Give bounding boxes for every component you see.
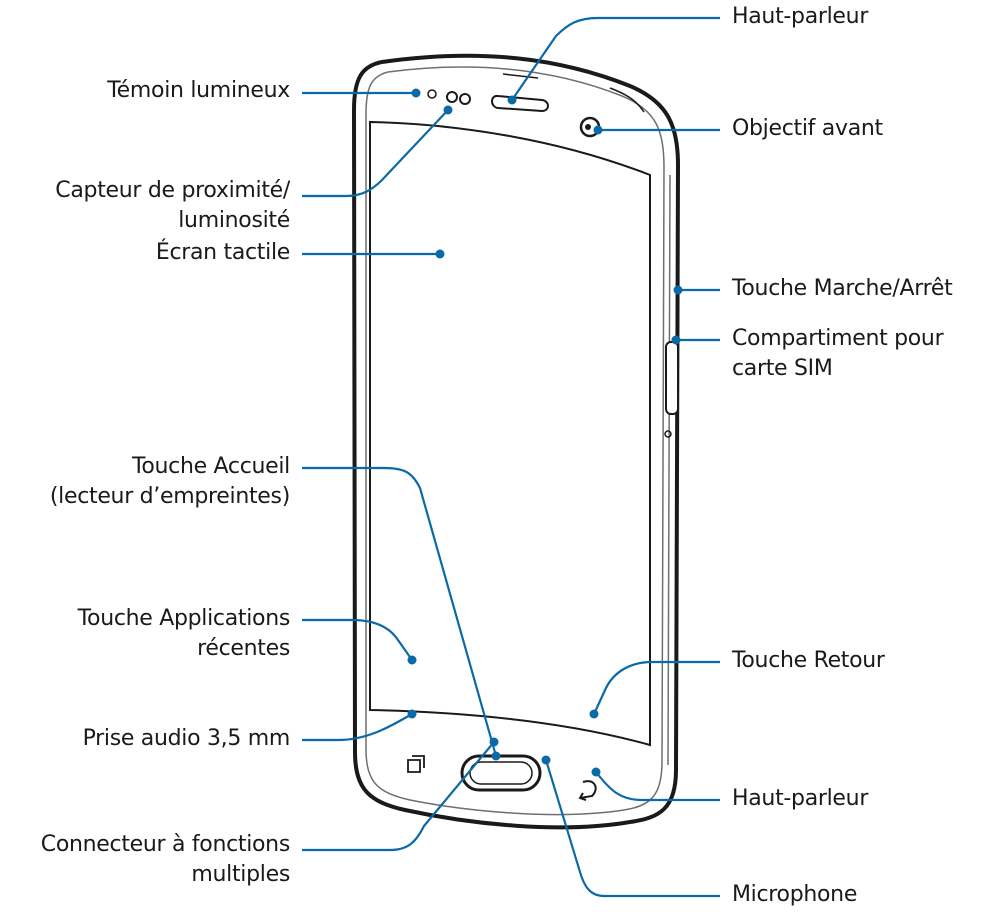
dot-microphone — [541, 755, 551, 765]
label-sim-tray: Compartiment pour carte SIM — [732, 326, 944, 381]
front-camera-pupil — [585, 124, 591, 130]
screen-area — [369, 120, 651, 747]
top-edge-curve — [609, 87, 645, 113]
dot-sim-tray — [671, 335, 681, 345]
leader-speaker-top — [511, 16, 720, 101]
label-speaker-bottom: Haut-parleur — [732, 786, 869, 811]
leader-microphone — [544, 759, 720, 898]
dot-home-key — [491, 751, 501, 761]
dot-proximity-sensor — [443, 105, 453, 115]
dot-indicator-light — [411, 88, 421, 98]
proximity-sensor-lens-left — [446, 91, 458, 103]
home-key-inner — [469, 761, 533, 785]
callout-lines — [302, 16, 720, 898]
dot-front-camera — [593, 125, 603, 135]
back-icon — [578, 780, 597, 801]
home-key — [460, 754, 542, 792]
leader-recent-apps — [302, 618, 413, 661]
phone-right-edge — [667, 174, 671, 766]
label-touchscreen: Écran tactile — [155, 240, 290, 265]
phone-outer-frame — [351, 53, 681, 830]
label-recent-apps: Touche Applications récentes — [77, 606, 291, 661]
label-microphone: Microphone — [732, 882, 858, 907]
leader-back-key — [593, 660, 720, 715]
proximity-sensor-lens-right — [459, 93, 471, 105]
dot-power-key — [673, 285, 683, 295]
speaker-grille-slot — [491, 94, 549, 113]
callout-dots — [407, 88, 683, 777]
leader-home-key — [302, 466, 498, 757]
label-front-camera: Objectif avant — [732, 116, 883, 141]
label-home-key: Touche Accueil (lecteur d’empreintes) — [49, 454, 290, 509]
label-proximity-sensor: Capteur de proximité/ luminosité — [55, 178, 290, 233]
sim-tray-pin-hole — [664, 430, 672, 438]
recent-apps-icon — [407, 755, 425, 773]
power-key — [665, 341, 679, 415]
dot-speaker-top — [507, 95, 517, 105]
dot-touchscreen — [435, 249, 445, 259]
dot-recent-apps — [407, 655, 417, 665]
leader-multipurpose — [302, 741, 495, 852]
label-multipurpose-jack: Connecteur à fonctions multiples — [40, 832, 291, 887]
leader-proximity-sensor — [302, 109, 449, 198]
dot-speaker-bottom — [591, 767, 601, 777]
label-audio-jack: Prise audio 3,5 mm — [82, 726, 291, 751]
dot-multipurpose — [489, 737, 499, 747]
leader-audio-jack — [302, 713, 413, 742]
label-power-key: Touche Marche/Arrêt — [732, 276, 953, 301]
indicator-light-dot — [427, 89, 437, 99]
phone-illustration — [351, 53, 681, 830]
leader-speaker-bottom — [595, 771, 720, 802]
phone-inner-edge — [365, 66, 665, 816]
label-back-key: Touche Retour — [732, 648, 885, 673]
top-edge-slot — [502, 73, 539, 79]
dot-audio-jack — [407, 709, 417, 719]
dot-back-key — [589, 709, 599, 719]
label-speaker-top: Haut-parleur — [732, 4, 869, 29]
label-indicator-light: Témoin lumineux — [107, 78, 290, 103]
